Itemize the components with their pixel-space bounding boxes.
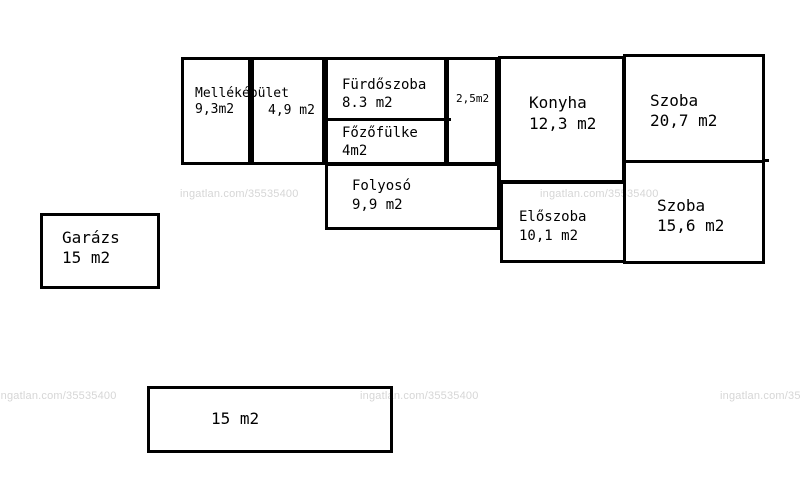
room-mellek-2 xyxy=(251,57,325,165)
room-kicsi-area: 2,5m2 xyxy=(456,92,490,105)
watermark: ingatlan.com/35535400 xyxy=(720,390,800,402)
room-kicsi xyxy=(446,57,498,165)
room-konyha-area: 12,3 m2 xyxy=(529,114,597,133)
room-furdoszoba-area: 8.3 m2 xyxy=(342,95,393,111)
room-folyoso-area: 9,9 m2 xyxy=(352,197,403,213)
room-garazs-area: 15 m2 xyxy=(62,248,111,267)
room-szoba-1-name: Szoba xyxy=(650,91,699,110)
room-also-area: 15 m2 xyxy=(211,409,260,428)
room-szoba-2-name: Szoba xyxy=(657,196,706,215)
room-eloszoba-name: Előszoba xyxy=(519,209,587,225)
room-mellekepulet xyxy=(181,57,251,165)
room-also xyxy=(147,386,393,453)
room-furdoszoba-name: Fürdőszoba xyxy=(342,77,427,93)
room-mellek-2-area: 4,9 m2 xyxy=(268,103,315,118)
room-szoba-1-area: 20,7 m2 xyxy=(650,111,718,130)
watermark: ingatlan.com/35535400 xyxy=(540,188,659,200)
room-mellekepulet-area: 9,3m2 xyxy=(195,102,235,117)
wall-stub xyxy=(763,159,769,162)
room-szoba-2 xyxy=(623,160,765,264)
watermark: ingatlan.com/35535400 xyxy=(360,390,479,402)
room-fozofulke-area: 4m2 xyxy=(342,143,368,159)
room-szoba-2-area: 15,6 m2 xyxy=(657,216,725,235)
room-folyoso xyxy=(325,163,500,230)
wall-divider xyxy=(325,118,451,121)
watermark: ingatlan.com/35535400 xyxy=(0,390,117,402)
room-mellekepulet-name: Melléképület xyxy=(195,86,289,101)
room-folyoso-name: Folyosó xyxy=(352,178,412,194)
room-fozofulke-name: Főzőfülke xyxy=(342,125,418,141)
room-garazs xyxy=(40,213,160,289)
room-konyha-name: Konyha xyxy=(529,93,587,112)
watermark: ingatlan.com/35535400 xyxy=(180,188,299,200)
room-eloszoba-area: 10,1 m2 xyxy=(519,228,579,244)
room-garazs-name: Garázs xyxy=(62,228,120,247)
